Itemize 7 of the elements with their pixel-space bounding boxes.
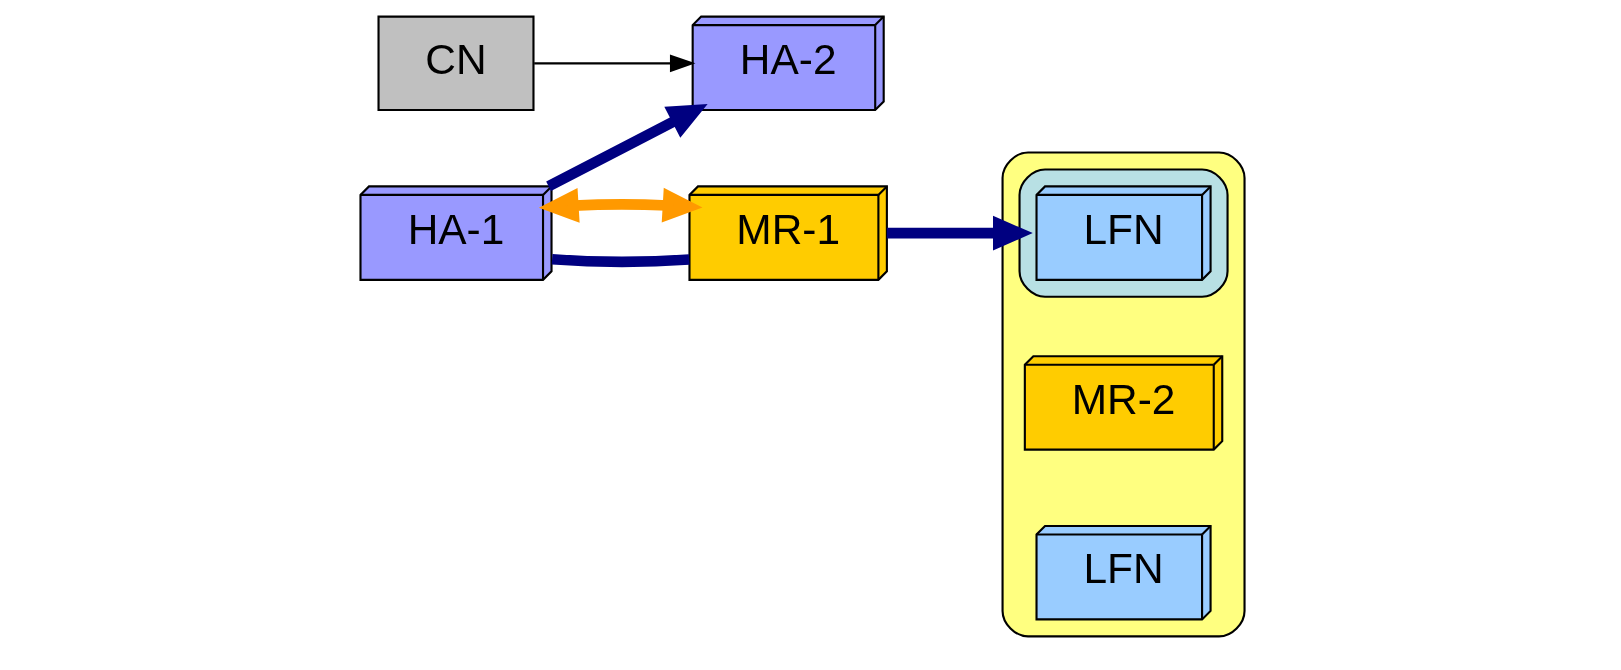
connector <box>551 254 690 268</box>
node-box: CN <box>376 15 535 112</box>
cluster <box>1001 151 1246 638</box>
arrow <box>545 103 708 191</box>
arrow <box>886 215 1033 251</box>
arrow <box>533 54 695 73</box>
cluster <box>1018 168 1229 298</box>
